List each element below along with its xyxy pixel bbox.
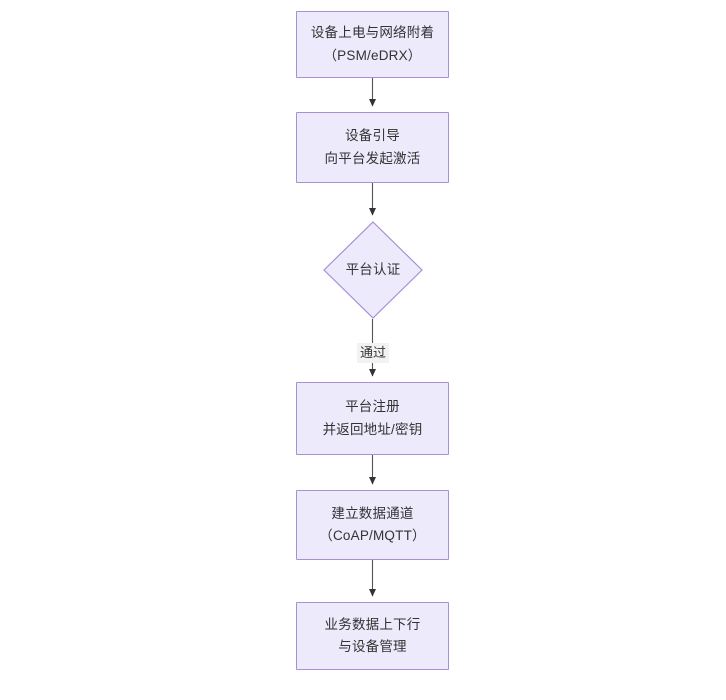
node-label: 平台认证	[345, 261, 401, 277]
node-device-power-on[interactable]: 设备上电与网络附着 （PSM/eDRX）	[296, 11, 449, 78]
node-device-bootstrap[interactable]: 设备引导 向平台发起激活	[296, 112, 449, 183]
node-platform-registration[interactable]: 平台注册 并返回地址/密钥	[296, 382, 449, 455]
node-label: 业务数据上下行 与设备管理	[324, 616, 421, 654]
diamond-shape	[323, 221, 423, 319]
node-label: 平台注册 并返回地址/密钥	[322, 399, 423, 437]
node-label: 设备引导 向平台发起激活	[324, 128, 421, 166]
node-platform-authentication[interactable]: 平台认证	[323, 221, 423, 319]
node-label: 设备上电与网络附着 （PSM/eDRX）	[310, 25, 435, 63]
node-establish-data-channel[interactable]: 建立数据通道 （CoAP/MQTT）	[296, 490, 449, 560]
node-label: 建立数据通道 （CoAP/MQTT）	[319, 505, 426, 543]
edge-label-pass: 通过	[357, 343, 390, 364]
node-business-data-and-device-management[interactable]: 业务数据上下行 与设备管理	[296, 602, 449, 670]
